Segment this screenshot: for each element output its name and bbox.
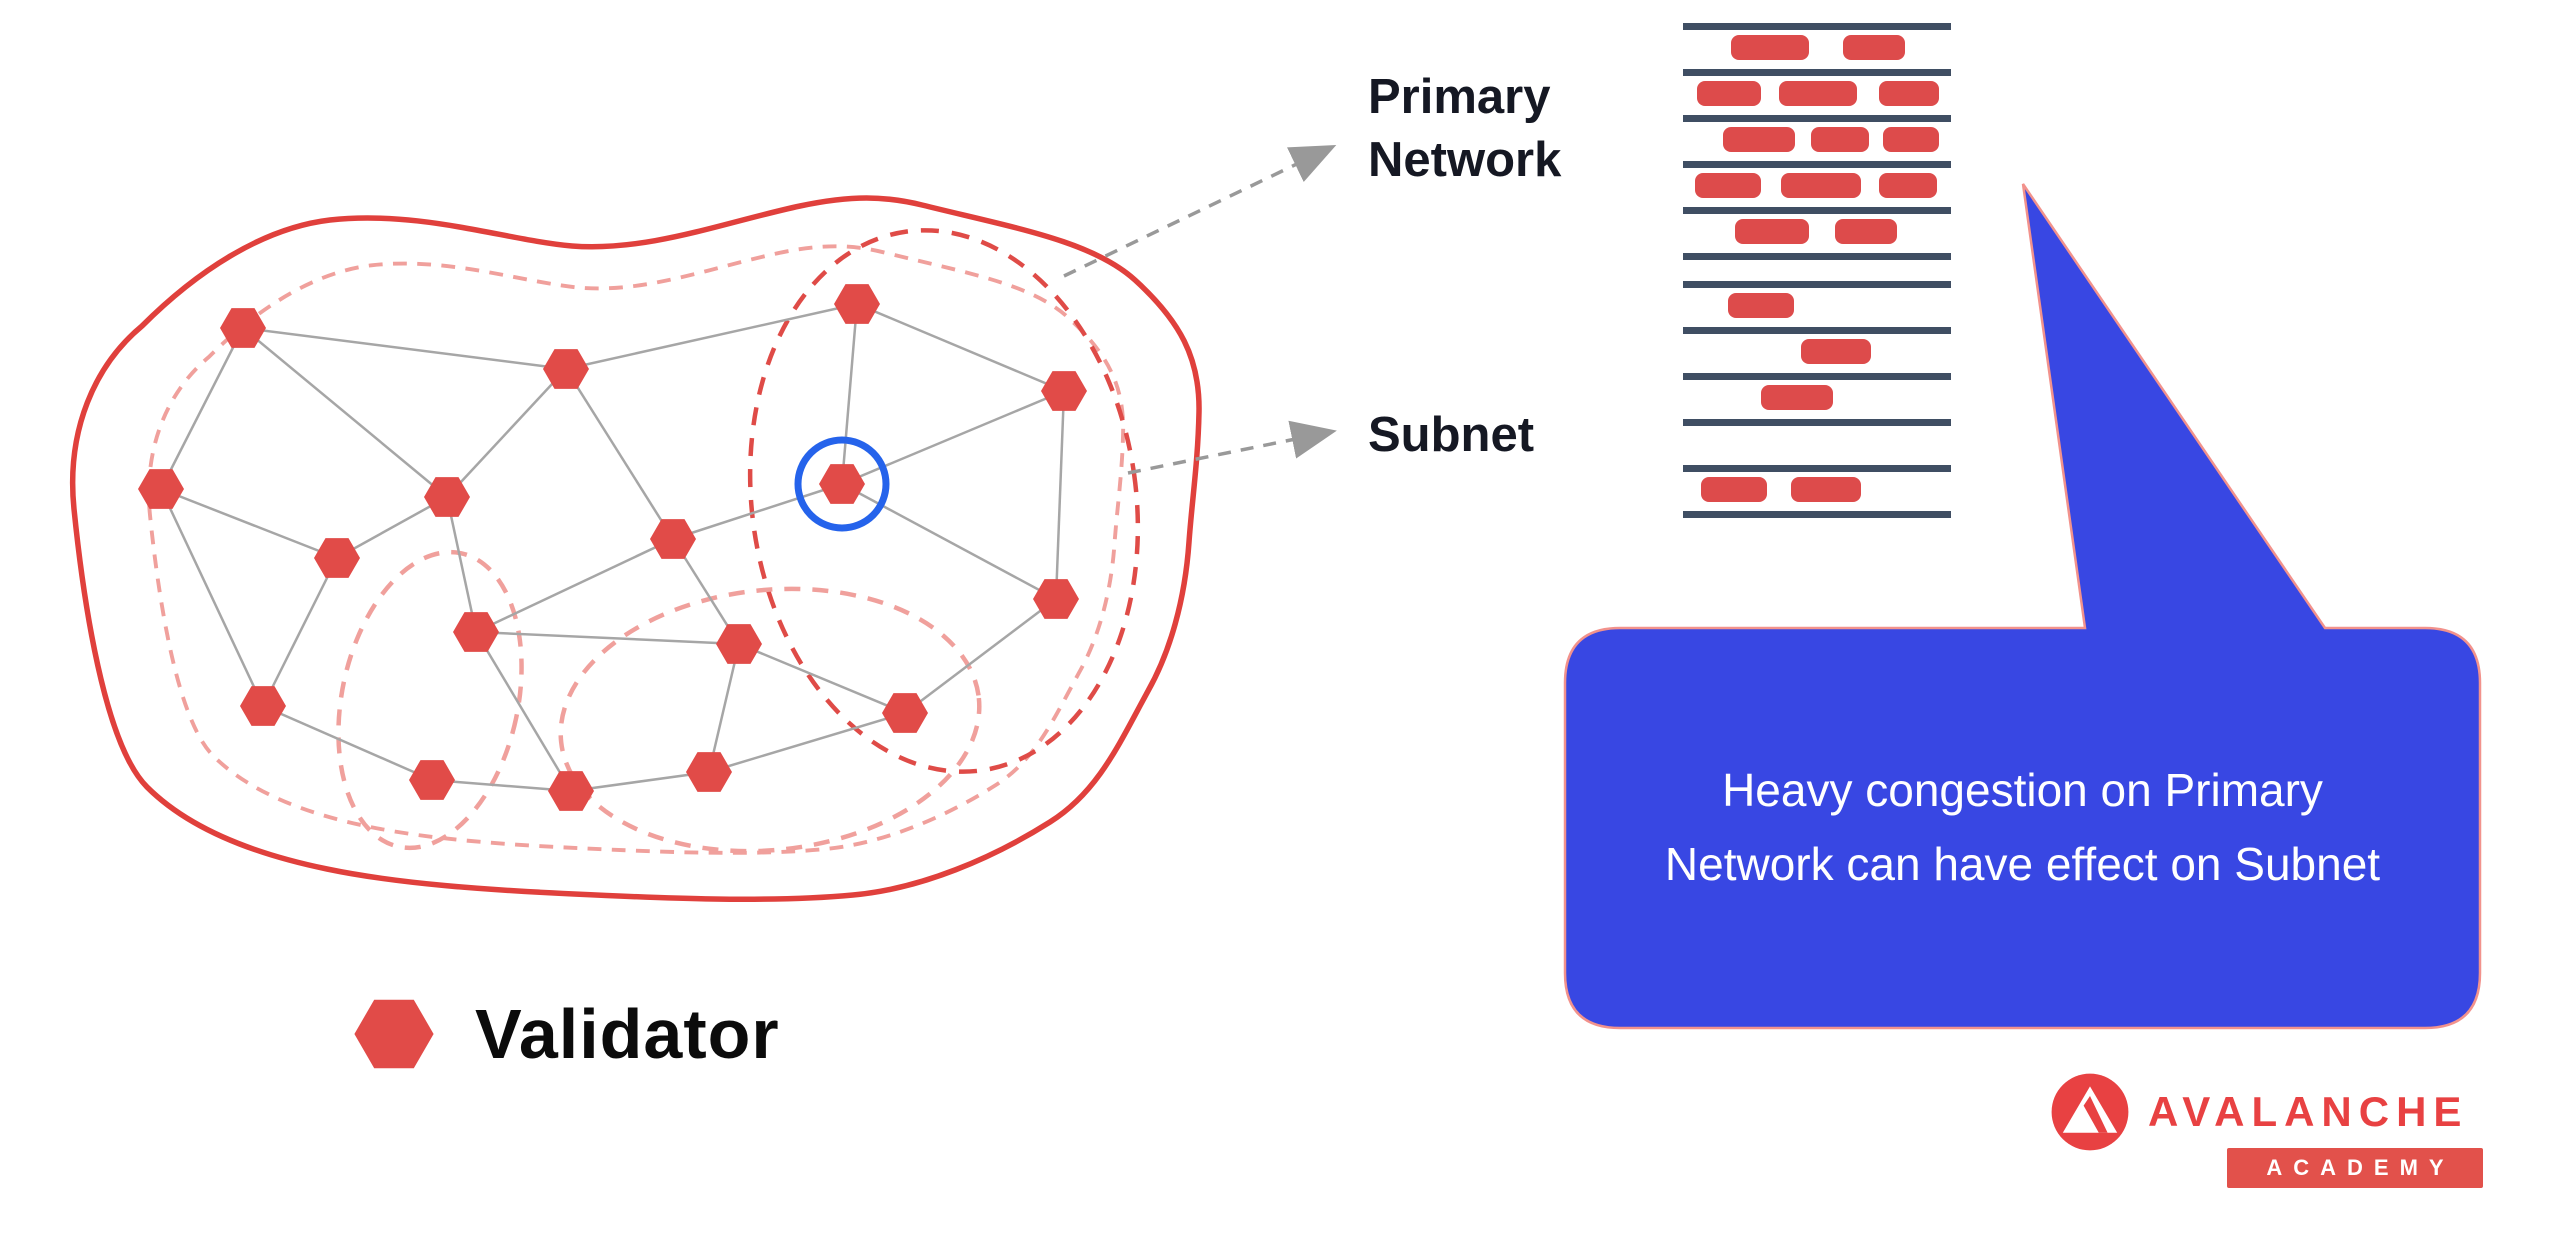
subnet-label: Subnet	[1368, 408, 1535, 462]
validator-node-highlighted	[819, 464, 865, 504]
block-line	[1683, 281, 1951, 288]
network-edge	[159, 327, 245, 490]
primary-network-label: Primary Network	[1368, 70, 1562, 187]
block-line	[1683, 115, 1951, 122]
avalanche-academy-logo: AVALANCHE ACADEMY	[2050, 1072, 2490, 1202]
block	[1879, 81, 1939, 106]
network-edge	[565, 302, 858, 371]
validator-node	[314, 538, 360, 578]
subnet-boundary-bottom-left	[336, 549, 524, 851]
block	[1728, 293, 1794, 318]
block	[1695, 173, 1761, 198]
block	[1883, 127, 1939, 152]
block	[1791, 477, 1861, 502]
validator-node	[650, 519, 696, 559]
network-edge	[856, 302, 1065, 393]
network-edge	[160, 487, 338, 560]
network-edges	[159, 302, 1066, 793]
callout-bubble	[1563, 183, 2482, 1030]
validator-node	[686, 752, 732, 792]
primary-network-arrow	[1063, 144, 1337, 278]
validator-node	[882, 693, 928, 733]
network-edge	[475, 537, 674, 634]
network-edge	[445, 496, 478, 633]
validator-node	[453, 612, 499, 652]
block	[1801, 339, 1871, 364]
callout-text: Heavy congestion on Primary Network can …	[1664, 764, 2381, 890]
network-edge	[159, 488, 265, 707]
network-edge	[738, 642, 906, 715]
validator-node	[543, 349, 589, 389]
subnet-boundary-bottom-center	[558, 586, 982, 854]
block	[1781, 173, 1861, 198]
network-diagram	[69, 144, 1337, 902]
network-edge	[840, 303, 859, 485]
avalanche-wordmark: AVALANCHE	[2148, 1088, 2469, 1135]
block-line	[1683, 69, 1951, 76]
network-edge	[564, 368, 675, 540]
validator-legend: Validator	[349, 989, 780, 1079]
validator-node	[1033, 579, 1079, 619]
block	[1879, 173, 1937, 198]
block	[1735, 219, 1809, 244]
validator-nodes	[138, 284, 1087, 811]
network-edge	[707, 643, 741, 773]
network-edge	[841, 389, 1065, 486]
network-edge	[1054, 390, 1066, 600]
primary-network-outline	[69, 195, 1202, 902]
block	[1761, 385, 1833, 410]
network-edge	[841, 482, 1057, 601]
block	[1843, 35, 1905, 60]
network-edge	[570, 770, 710, 793]
validator-node	[716, 624, 762, 664]
validator-node	[409, 760, 455, 800]
inner-dashed-boundary	[147, 244, 1126, 855]
blocks-panel-dense	[1683, 23, 1951, 260]
block	[1697, 81, 1761, 106]
block-line	[1683, 511, 1951, 518]
network-edge	[708, 711, 906, 774]
block	[1731, 35, 1809, 60]
block-line	[1683, 161, 1951, 168]
block-line	[1683, 373, 1951, 380]
block-timelines	[1683, 23, 1951, 518]
callout-bubble-shape	[1563, 183, 2482, 1030]
block	[1835, 219, 1897, 244]
validator-node	[240, 686, 286, 726]
callout-text-area: Heavy congestion on Primary Network can …	[1565, 628, 2480, 1028]
network-edge	[672, 482, 843, 541]
network-edge	[474, 631, 573, 792]
network-edge	[242, 326, 567, 371]
network-edge	[262, 704, 433, 782]
academy-badge: ACADEMY	[2227, 1148, 2483, 1188]
validator-legend-label: Validator	[475, 995, 780, 1073]
avalanche-logo-icon	[2051, 1073, 2129, 1151]
highlight-circle	[794, 436, 890, 532]
network-edge	[475, 630, 740, 646]
block-line	[1683, 23, 1951, 30]
block-line	[1683, 465, 1951, 472]
network-edge	[261, 557, 339, 707]
validator-node	[138, 469, 184, 509]
validator-node	[1041, 371, 1087, 411]
validator-node	[548, 771, 594, 811]
network-edge	[904, 598, 1057, 714]
network-edge	[446, 368, 567, 498]
block-line	[1683, 207, 1951, 214]
block-line	[1683, 253, 1951, 260]
block	[1701, 477, 1767, 502]
subnet-boundary-right	[747, 228, 1141, 774]
block-line	[1683, 327, 1951, 334]
network-edge	[336, 495, 448, 560]
block	[1811, 127, 1869, 152]
network-edge	[431, 778, 572, 793]
block	[1723, 127, 1795, 152]
subnet-arrow	[1127, 420, 1337, 475]
validator-node	[834, 284, 880, 324]
network-edge	[242, 327, 448, 498]
validator-hexagon-icon	[354, 999, 434, 1069]
block-line	[1683, 419, 1951, 426]
block	[1779, 81, 1857, 106]
blocks-panel-sparse	[1683, 281, 1951, 518]
